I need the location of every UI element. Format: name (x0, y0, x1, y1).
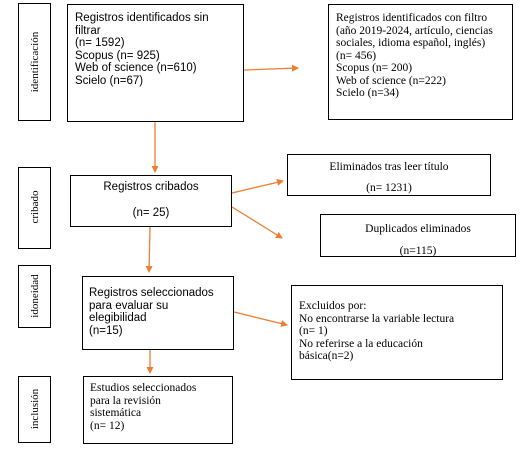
excluded-box (291, 285, 503, 380)
selected-records-box (82, 276, 234, 350)
filtered-line: Scielo (n=34) (336, 87, 400, 99)
filtered-line: sociales, idioma español, inglés) (336, 37, 486, 49)
included-line: para la revisión (90, 394, 161, 407)
filtered-line: (año 2019-2024, artículo, ciencias (336, 24, 493, 37)
identified-line: filtrar (75, 24, 101, 37)
excluded-line: No encontrarse la variable lectura (299, 312, 455, 325)
duplicates-title: Duplicados eliminados (365, 223, 471, 235)
selected-line: Registros seleccionados (89, 287, 214, 299)
identified-records-box (67, 4, 244, 122)
arrow-screened-to-duplicates (231, 206, 283, 239)
duplicates-removed-box: Duplicados eliminados (n=115) (320, 214, 516, 257)
included-line: Estudios seleccionados (90, 382, 197, 394)
stage-label-identification: identificación (29, 31, 41, 93)
stage-label-screening: cribado (29, 190, 41, 224)
selected-records-text: Registros seleccionados para evaluar su … (89, 287, 214, 337)
filtered-line: Web of science (n=222) (336, 74, 446, 87)
filtered-line: Scopus (n= 200) (336, 62, 413, 74)
arrow-screened-to-removed (231, 178, 284, 194)
selected-line: para evaluar su (89, 299, 169, 312)
filtered-records-text: Registros identificados con filtro (año … (336, 12, 493, 100)
screened-count: (n= 25) (132, 206, 170, 219)
stage-label-inclusion: inclusión (29, 388, 41, 430)
screened-records-text: Registros cribados (n= 25) (70, 181, 232, 219)
excluded-line: (n= 1) (299, 325, 328, 337)
stage-box-inclusion (18, 376, 51, 443)
included-studies-text: Estudios seleccionados para la revisión … (90, 382, 196, 432)
screened-records-box (70, 175, 232, 227)
excluded-line: Excluidos por: (299, 300, 367, 312)
excluded-text: Excluidos por: No encontrarse la variabl… (299, 300, 454, 363)
excluded-line: básica(n=2) (299, 350, 354, 362)
arrow-selected-to-excluded (233, 311, 288, 327)
stage-box-identification (18, 3, 51, 121)
selected-line: elegibilidad (89, 312, 147, 324)
included-studies-box (83, 376, 233, 444)
stage-box-screening (18, 167, 51, 249)
stage-label-eligibility: idoneidad (29, 274, 41, 318)
included-line: sistemática (90, 407, 142, 419)
included-line: (n= 12) (90, 419, 125, 432)
removed-count: (n= 1231) (366, 181, 412, 194)
identified-line: Web of science (n=610) (75, 62, 197, 74)
removed-after-title-box: Eliminados tras leer título (n= 1231) (287, 154, 491, 196)
identified-line: Scopus (n= 925) (75, 49, 160, 62)
excluded-line: No referirse a la educación (299, 337, 423, 350)
arrow-identified-to-filtered (243, 64, 299, 72)
selected-line: (n=15) (89, 324, 123, 337)
removed-title: Eliminados tras leer título (329, 161, 449, 173)
stage-box-eligibility (18, 265, 51, 328)
filtered-line: (n= 456) (336, 49, 377, 62)
identified-line: Registros identificados sin (75, 12, 209, 24)
identified-line: (n= 1592) (75, 37, 125, 49)
filtered-line: Registros identificados con filtro (336, 12, 488, 24)
identified-line: Scielo (n=67) (75, 74, 144, 87)
screened-title: Registros cribados (103, 181, 199, 193)
identified-records-text: Registros identificados sin filtrar (n= … (75, 12, 209, 87)
duplicates-count: (n=115) (399, 244, 437, 257)
arrow-screened-to-selected (145, 226, 153, 273)
filtered-records-box (328, 4, 513, 120)
